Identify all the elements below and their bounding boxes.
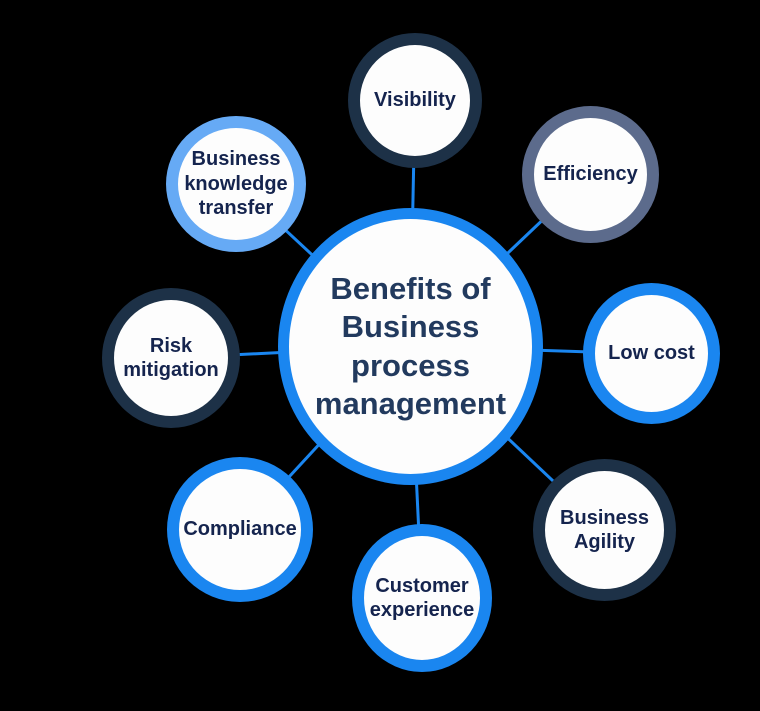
node-label: Visibility — [374, 89, 456, 112]
node-label: Business knowledge transfer — [184, 148, 288, 220]
node-risk-mitigation: Risk mitigation — [102, 288, 240, 428]
center-title: Benefits of Business process management — [289, 270, 532, 424]
center-title-line: Benefits of — [330, 270, 491, 306]
node-business-agility: Business Agility — [533, 459, 676, 601]
node-label: Low cost — [608, 342, 695, 365]
node-label: Efficiency — [543, 163, 638, 186]
node-label: Compliance — [183, 518, 297, 541]
node-label: Risk mitigation — [123, 334, 219, 381]
node-efficiency: Efficiency — [522, 106, 659, 243]
node-label: Business Agility — [560, 506, 649, 553]
center-node-benefits: Benefits of Business process management — [278, 208, 543, 485]
node-compliance: Compliance — [167, 457, 313, 602]
node-business-knowledge-transfer: Business knowledge transfer — [166, 116, 306, 252]
node-visibility: Visibility — [348, 33, 482, 168]
node-label: Customer experience — [369, 574, 475, 621]
center-title-line: Business process — [341, 309, 480, 383]
node-customer-experience: Customer experience — [352, 524, 492, 672]
node-low-cost: Low cost — [583, 283, 720, 424]
center-title-line: management — [314, 385, 507, 421]
